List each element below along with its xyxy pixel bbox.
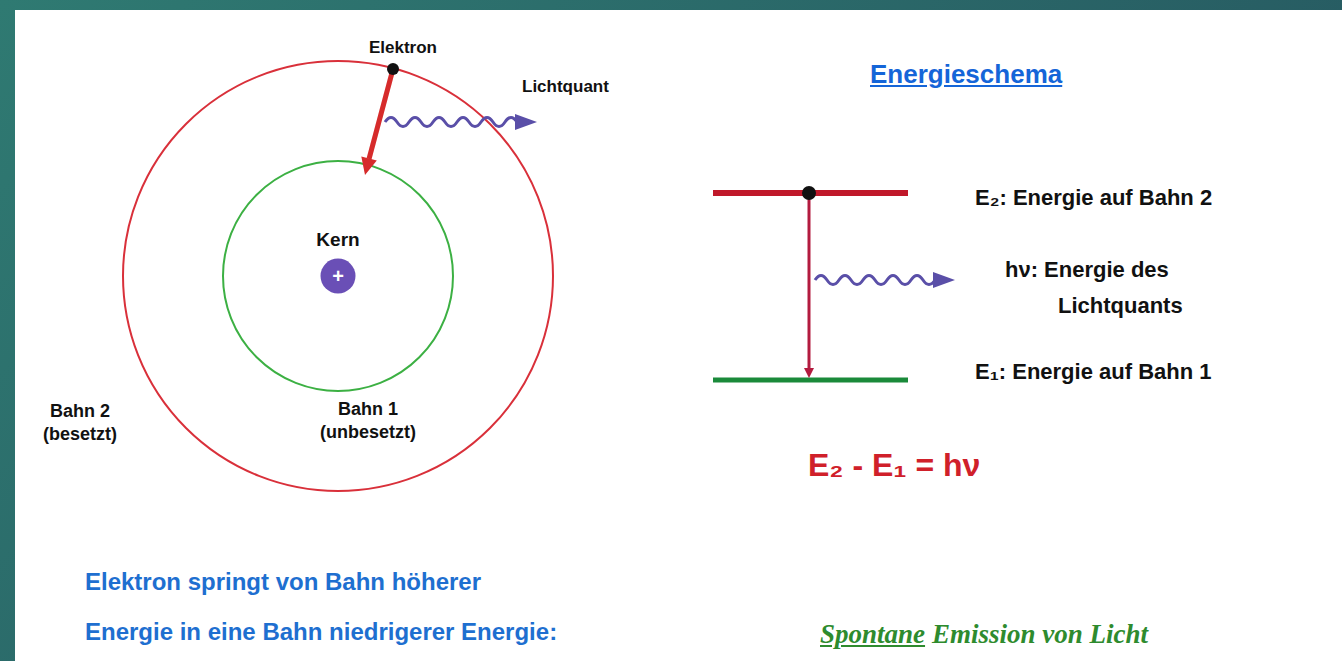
label-slot: Spontane — [820, 618, 925, 650]
level-label: E₁: Energie auf Bahn 1 — [975, 359, 1211, 385]
emission-keyword: Spontane — [820, 618, 925, 650]
transition-line — [808, 193, 811, 370]
orbit-label: Bahn 1 (unbesetzt) — [308, 398, 428, 443]
photon-wave — [815, 276, 935, 285]
energy-equation: E₂ - E₁ = hν — [808, 446, 980, 484]
label-slot: E₂: Energie auf Bahn 2 — [975, 185, 1212, 211]
photon-wave — [385, 118, 517, 127]
title-slot: Energieschema — [870, 59, 1062, 90]
level-1 — [713, 378, 908, 383]
charge-sign: + — [320, 258, 356, 294]
nucleus-label: Kern — [316, 228, 359, 252]
photon-arrowhead — [933, 272, 955, 288]
transition-arrowhead — [804, 368, 814, 378]
electron-dot — [802, 186, 816, 200]
orbit-2 — [123, 61, 553, 491]
white-panel — [15, 10, 1342, 661]
label-slot: hν: Energie des Lichtquants — [1005, 252, 1258, 324]
label-slot: Emission von Licht — [932, 618, 1148, 650]
label-slot: Elektron springt von Bahn höherer Energi… — [85, 557, 573, 657]
electron-label: Elektron — [369, 38, 437, 58]
section-title: Energieschema — [870, 59, 1062, 90]
orbit-1 — [223, 161, 453, 391]
nucleus-shape: + — [320, 258, 356, 294]
photon-label: Lichtquant — [522, 77, 609, 97]
photon-energy-label: hν: Energie des Lichtquants — [1005, 252, 1258, 324]
label-slot: Bahn 2 (besetzt) — [25, 400, 135, 445]
nucleus: Kern + — [316, 228, 359, 294]
orbit-label: Bahn 2 (besetzt) — [25, 400, 135, 445]
jump-arrowhead — [361, 157, 377, 176]
emission-text: Emission von Licht — [932, 618, 1148, 650]
label-slot: Lichtquant — [522, 77, 609, 97]
electron-dot — [387, 63, 399, 75]
nucleus-fill — [320, 259, 355, 294]
label-slot: E₁: Energie auf Bahn 1 — [975, 359, 1211, 385]
level-label: E₂: Energie auf Bahn 2 — [975, 185, 1212, 211]
photon-arrowhead — [515, 114, 537, 130]
jump-arrow — [369, 69, 393, 159]
label-slot: Elektron — [369, 38, 437, 58]
label-slot: Bahn 1 (unbesetzt) — [308, 398, 428, 443]
label-slot: E₂ - E₁ = hν — [808, 446, 980, 484]
description-text: Elektron springt von Bahn höherer Energi… — [85, 557, 573, 657]
